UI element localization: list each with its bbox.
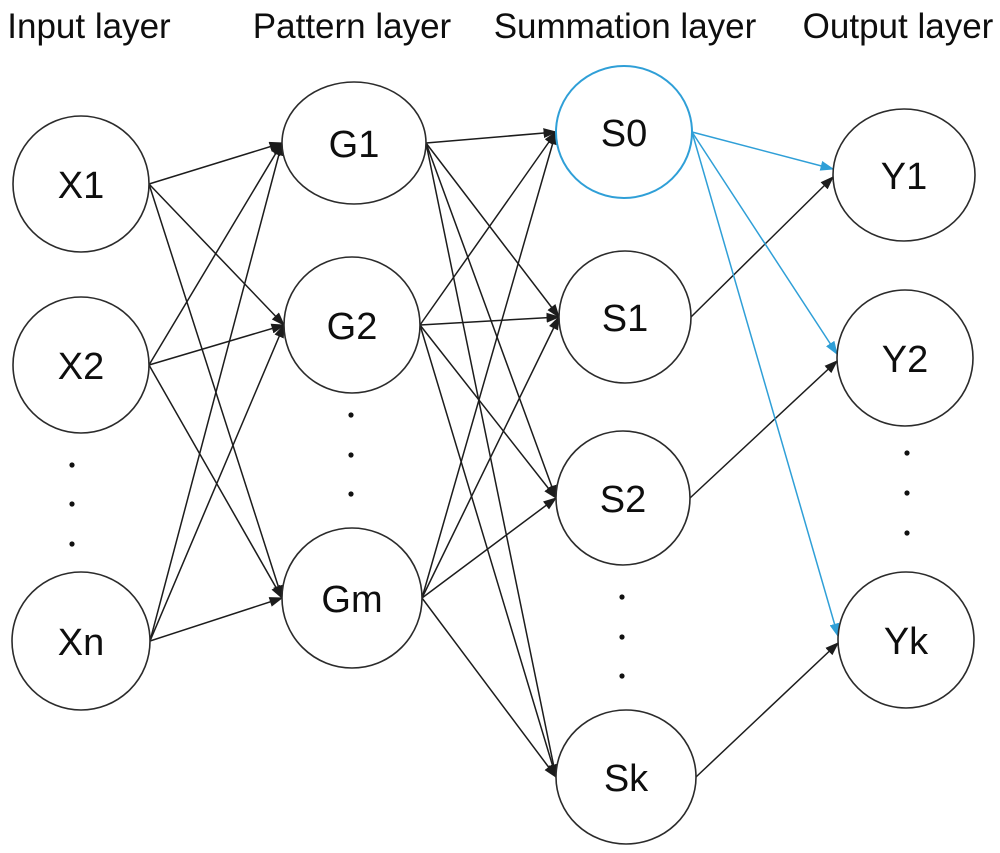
node-Sk: Sk (555, 709, 697, 845)
layer-title-pattern: Pattern layer (253, 7, 452, 46)
node-X2: X2 (12, 296, 150, 434)
edge-G1-Sk (425, 142, 559, 779)
edge-Sk-Yk (695, 641, 840, 778)
node-label-G2: G2 (327, 306, 378, 348)
edge-Gm-Sk (421, 597, 557, 779)
node-label-Y2: Y2 (882, 339, 928, 381)
node-circle-S2 (555, 430, 691, 566)
ellipsis-dots-group (69, 412, 910, 679)
node-label-Gm: Gm (321, 579, 382, 621)
node-circle-G2 (283, 256, 421, 394)
ellipsis-dot-input-2 (69, 541, 75, 547)
node-circle-Gm (281, 527, 423, 669)
ellipsis-dot-summation-2 (619, 673, 625, 679)
edge-G2-S0 (419, 130, 557, 326)
layer-title-input: Input layer (7, 7, 171, 46)
node-Xn: Xn (11, 571, 151, 711)
node-circle-Xn (11, 571, 151, 711)
edge-Xn-G1 (149, 141, 284, 642)
edge-Xn-Gm (149, 597, 284, 642)
edge-Gm-S2 (421, 497, 558, 599)
edge-G1-S1 (425, 142, 560, 319)
layer-title-output: Output layer (803, 7, 994, 46)
ellipsis-dot-summation-0 (619, 594, 625, 600)
node-G2: G2 (283, 256, 421, 394)
node-X1: X1 (12, 115, 150, 253)
ellipsis-dot-output-0 (904, 450, 910, 456)
node-circle-X1 (12, 115, 150, 253)
edge-Gm-S0 (421, 130, 558, 599)
ellipsis-dot-input-0 (69, 462, 75, 468)
edge-G2-S1 (419, 312, 561, 326)
node-label-Xn: Xn (58, 622, 104, 664)
ellipsis-dot-pattern-2 (348, 491, 354, 497)
ellipsis-dot-input-1 (69, 501, 75, 507)
ellipsis-dot-summation-1 (619, 634, 625, 640)
node-circle-S1 (558, 250, 692, 384)
edge-G2-Sk (419, 324, 558, 779)
node-Y1: Y1 (832, 108, 976, 242)
edge-X1-G1 (148, 141, 284, 185)
edge-Xn-G2 (149, 323, 285, 642)
node-circle-Y2 (836, 289, 974, 427)
edge-S0-Y1 (691, 131, 835, 171)
node-label-Yk: Yk (884, 621, 929, 663)
node-label-X2: X2 (58, 346, 104, 388)
node-circle-Sk (555, 709, 697, 845)
ellipsis-dot-pattern-0 (348, 412, 354, 418)
edge-X2-Gm (148, 364, 283, 600)
layer-title-summation: Summation layer (494, 7, 757, 46)
node-label-G1: G1 (329, 124, 380, 166)
ellipsis-dot-output-2 (904, 530, 910, 536)
node-Gm: Gm (281, 527, 423, 669)
node-G1: G1 (281, 81, 427, 205)
node-S2: S2 (555, 430, 691, 566)
node-label-Sk: Sk (604, 758, 649, 800)
node-Yk: Yk (837, 571, 975, 709)
edge-G1-S0 (425, 128, 558, 144)
node-circle-X2 (12, 296, 150, 434)
node-label-S1: S1 (602, 298, 648, 340)
node-label-Y1: Y1 (881, 156, 927, 198)
edge-S0-Y2 (691, 131, 838, 356)
node-S1: S1 (558, 250, 692, 384)
node-label-S0: S0 (601, 113, 647, 155)
node-circle-G1 (281, 81, 427, 205)
edge-G2-S2 (419, 324, 557, 500)
ellipsis-dot-output-1 (904, 490, 910, 496)
edge-S0-Yk (691, 131, 840, 638)
edge-X1-G2 (148, 183, 286, 327)
edge-Gm-S1 (421, 315, 560, 599)
edge-S2-Y2 (689, 359, 839, 499)
node-label-S2: S2 (600, 479, 646, 521)
node-label-X1: X1 (58, 165, 104, 207)
edge-S1-Y1 (690, 175, 835, 318)
node-circle-Yk (837, 571, 975, 709)
edge-X2-G1 (148, 141, 283, 366)
edge-X2-G2 (148, 323, 286, 366)
node-S0: S0 (555, 65, 693, 199)
ellipsis-dot-pattern-1 (348, 452, 354, 458)
node-circle-S0 (555, 65, 693, 199)
node-circle-Y1 (832, 108, 976, 242)
node-Y2: Y2 (836, 289, 974, 427)
edges-group (148, 128, 840, 779)
